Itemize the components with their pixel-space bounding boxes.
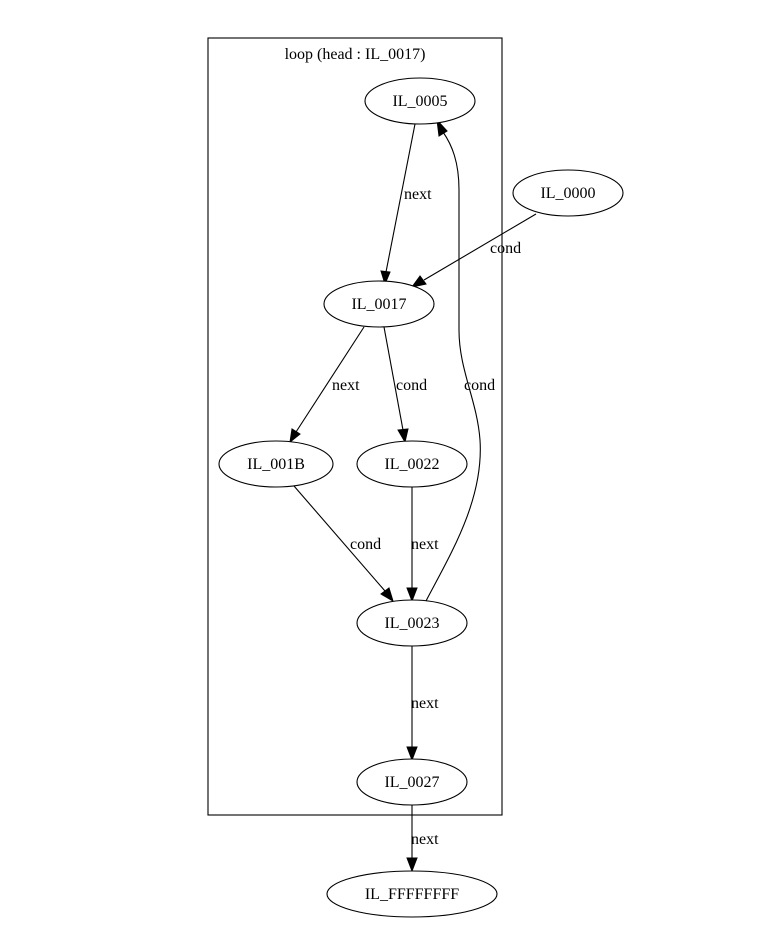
node-il0027[interactable]: IL_0027 [356, 758, 468, 806]
edge-label: next [411, 536, 439, 553]
node-label: IL_0017 [351, 296, 406, 313]
node-label: IL_001B [247, 456, 305, 473]
edge-il0005-il0017[interactable]: next [380, 123, 432, 286]
arrowhead [410, 275, 427, 288]
node-il0005[interactable]: IL_0005 [364, 77, 476, 125]
edge-il0027-ilffffffff[interactable]: next [406, 805, 439, 873]
node-il0017[interactable]: IL_0017 [323, 280, 435, 328]
arrowhead [380, 270, 391, 286]
cluster-title: loop (head : IL_0017) [285, 46, 426, 63]
nodes: IL_0005 IL_0000 IL_0017 IL_001B IL_0022 … [218, 77, 624, 918]
edge-label: next [411, 695, 439, 712]
node-il0022[interactable]: IL_0022 [356, 440, 468, 488]
node-ilffffffff[interactable]: IL_FFFFFFFF [326, 870, 498, 918]
edge-il0017-il0022[interactable]: cond [383, 326, 427, 444]
edges: next cond next cond cond [289, 118, 537, 873]
arrowhead [397, 428, 409, 444]
node-label: IL_0023 [384, 615, 439, 632]
edge-label: cond [464, 377, 495, 394]
edge-label: cond [396, 377, 427, 394]
edge-il0023-il0005[interactable]: cond [425, 118, 495, 602]
arrowhead [406, 746, 418, 762]
arrowhead [406, 857, 418, 873]
arrowhead [380, 587, 394, 603]
node-label: IL_0005 [392, 93, 447, 110]
edge-il0022-il0023[interactable]: next [406, 487, 439, 603]
edge-il0017-il001b[interactable]: next [289, 326, 365, 444]
edge-il0000-il0017[interactable]: cond [410, 213, 537, 288]
cluster-loop: loop (head : IL_0017) [207, 37, 503, 816]
node-label: IL_FFFFFFFF [365, 886, 459, 903]
node-label: IL_0022 [384, 456, 439, 473]
node-label: IL_0027 [384, 774, 439, 791]
arrowhead [406, 587, 418, 603]
node-il0023[interactable]: IL_0023 [356, 599, 468, 647]
node-il001b[interactable]: IL_001B [218, 440, 334, 488]
node-il0000[interactable]: IL_0000 [512, 169, 624, 217]
edge-il001b-il0023[interactable]: cond [293, 485, 394, 603]
arrowhead [289, 428, 301, 444]
edge-il0023-il0027[interactable]: next [406, 646, 439, 762]
cluster-border [207, 37, 503, 816]
edge-label: next [332, 377, 360, 394]
edge-label: cond [350, 536, 381, 553]
arrowhead [436, 118, 448, 137]
edge-label: next [404, 186, 432, 203]
edge-label: cond [490, 240, 521, 257]
node-label: IL_0000 [540, 185, 595, 202]
edge-label: next [411, 831, 439, 848]
